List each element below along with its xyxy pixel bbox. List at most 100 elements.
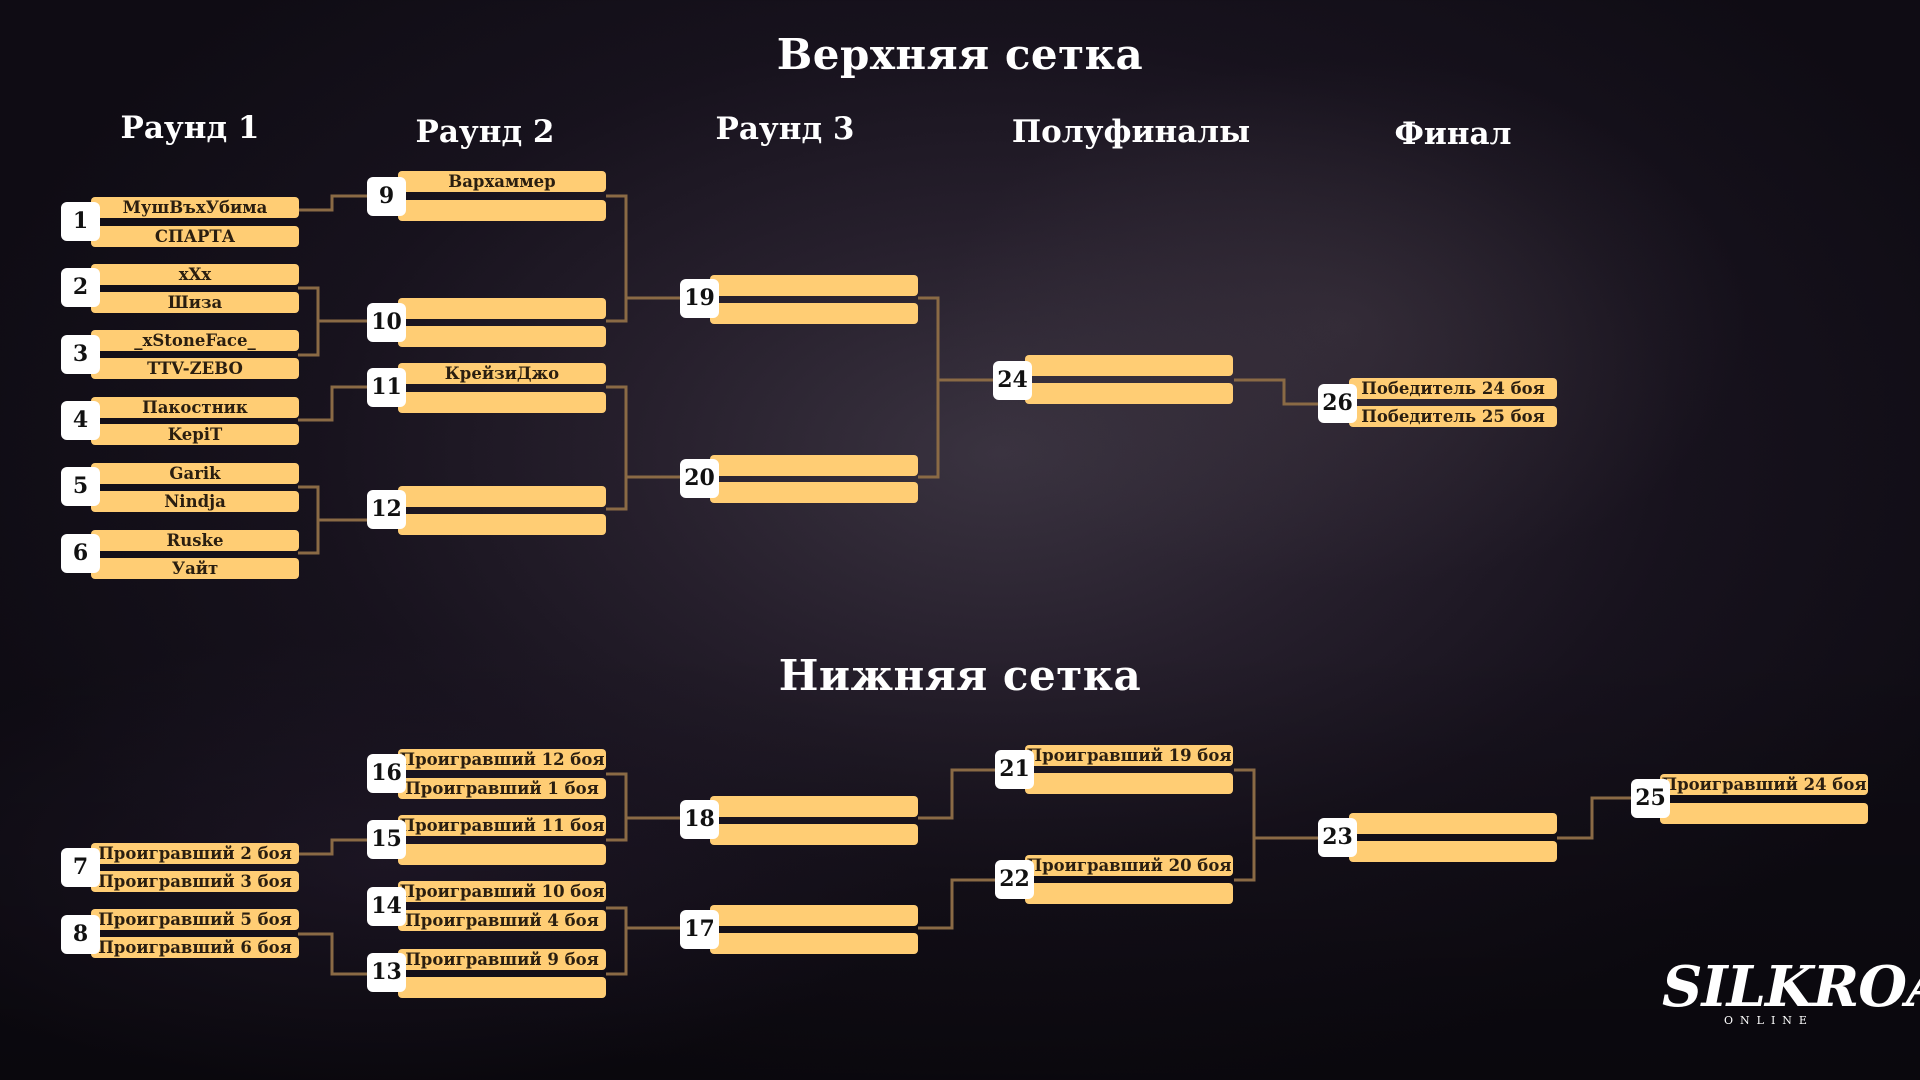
match-21-number: 21 <box>995 750 1034 789</box>
match-10-number: 10 <box>367 303 406 342</box>
connector-24-26 <box>1234 378 1321 406</box>
match-14-slot-b: Проигравший 4 боя <box>398 910 606 931</box>
match-19-slot-b <box>710 303 918 324</box>
round-2-label: Раунд 2 <box>415 114 555 150</box>
match-1-slot-a: МушВъхУбима <box>91 197 299 218</box>
match-2-number: 2 <box>61 268 100 307</box>
match-18-number: 18 <box>680 800 719 839</box>
match-16-slot-a: Проигравший 12 боя <box>398 749 606 770</box>
match-10-slot-a <box>398 298 606 319</box>
match-10-slot-b <box>398 326 606 347</box>
match-25-slot-b <box>1660 803 1868 824</box>
lower-bracket-title: Нижняя сетка <box>778 651 1142 700</box>
match-26-slot-b: Победитель 25 боя <box>1349 406 1557 427</box>
match-12-slot-a <box>398 486 606 507</box>
match-5-number: 5 <box>61 467 100 506</box>
logo-subtitle: ONLINE <box>1724 1014 1814 1027</box>
match-23-number: 23 <box>1318 818 1357 857</box>
match-6-number: 6 <box>61 534 100 573</box>
connector-8-13 <box>298 932 367 976</box>
match-2-slot-b: Шиза <box>91 292 299 313</box>
match-20-slot-b <box>710 482 918 503</box>
match-23-slot-a <box>1349 813 1557 834</box>
match-9-number: 9 <box>367 177 406 216</box>
match-8-slot-a: Проигравший 5 боя <box>91 909 299 930</box>
match-9-slot-a: Вархаммер <box>398 171 606 192</box>
connector-5-6-12 <box>298 485 320 555</box>
match-7-number: 7 <box>61 848 100 887</box>
match-16-slot-b: Проигравший 1 боя <box>398 778 606 799</box>
match-15-number: 15 <box>367 820 406 859</box>
match-8-slot-b: Проигравший 6 боя <box>91 937 299 958</box>
match-11-slot-a: КрейзиДжо <box>398 363 606 384</box>
logo-wordmark: SILKROAD <box>1662 954 1920 1020</box>
match-17-slot-b <box>710 933 918 954</box>
match-21-slot-b <box>1025 773 1233 794</box>
match-11-number: 11 <box>367 368 406 407</box>
match-5-slot-b: Nindja <box>91 491 299 512</box>
match-24-number: 24 <box>993 361 1032 400</box>
match-19-number: 19 <box>680 279 719 318</box>
match-21-slot-a: Проигравший 19 боя <box>1025 745 1233 766</box>
match-14-number: 14 <box>367 887 406 926</box>
match-6-slot-a: Ruske <box>91 530 299 551</box>
connector-16-15-18 <box>606 772 628 842</box>
match-9-slot-b <box>398 200 606 221</box>
match-23-slot-b <box>1349 841 1557 862</box>
connector-9-10-19 <box>606 194 628 323</box>
connector-19-20-24 <box>918 296 940 479</box>
match-22-slot-a: Проигравший 20 боя <box>1025 855 1233 876</box>
match-17-number: 17 <box>680 910 719 949</box>
match-7-slot-b: Проигравший 3 боя <box>91 871 299 892</box>
final-label: Финал <box>1394 116 1512 152</box>
match-11-slot-b <box>398 392 606 413</box>
match-22-number: 22 <box>995 860 1034 899</box>
match-19-slot-a <box>710 275 918 296</box>
semifinals-label: Полуфиналы <box>1011 114 1251 150</box>
match-6-slot-b: Уайт <box>91 558 299 579</box>
match-25-slot-a: Проигравший 24 боя <box>1660 774 1868 795</box>
connector-7-15 <box>298 838 367 856</box>
match-12-slot-b <box>398 514 606 535</box>
match-12-number: 12 <box>367 490 406 529</box>
silkroad-logo: SILKROAD ONLINE <box>1662 954 1920 1027</box>
match-7-slot-a: Проигравший 2 боя <box>91 843 299 864</box>
match-4-slot-a: Пакостник <box>91 397 299 418</box>
upper-bracket-title: Верхняя сетка <box>776 30 1144 79</box>
connector-21-22-23 <box>1234 768 1256 882</box>
match-14-slot-a: Проигравший 10 боя <box>398 881 606 902</box>
connector-14-13-17 <box>606 906 628 976</box>
match-3-slot-b: TTV-ZEBO <box>91 358 299 379</box>
match-17-slot-a <box>710 905 918 926</box>
match-13-number: 13 <box>367 953 406 992</box>
match-3-number: 3 <box>61 335 100 374</box>
match-26-number: 26 <box>1318 384 1357 423</box>
match-4-slot-b: KepiT <box>91 424 299 445</box>
match-4-number: 4 <box>61 401 100 440</box>
match-2-slot-a: xXx <box>91 264 299 285</box>
connector-18-21 <box>918 768 995 820</box>
match-15-slot-b <box>398 844 606 865</box>
match-1-slot-b: СПАРТА <box>91 226 299 247</box>
connector-23-25 <box>1557 796 1632 840</box>
match-22-slot-b <box>1025 883 1233 904</box>
match-25-number: 25 <box>1631 779 1670 818</box>
connector-1-9 <box>298 194 367 212</box>
match-20-number: 20 <box>680 459 719 498</box>
match-20-slot-a <box>710 455 918 476</box>
round-1-label: Раунд 1 <box>120 110 260 146</box>
connector-4-11 <box>298 385 367 422</box>
match-24-slot-b <box>1025 383 1233 404</box>
match-13-slot-b <box>398 977 606 998</box>
match-24-slot-a <box>1025 355 1233 376</box>
match-5-slot-a: Garik <box>91 463 299 484</box>
match-1-number: 1 <box>61 202 100 241</box>
connector-11-12-20 <box>606 385 628 511</box>
match-13-slot-a: Проигравший 9 боя <box>398 949 606 970</box>
match-3-slot-a: _xStoneFace_ <box>91 330 299 351</box>
connector-2-3-10 <box>298 286 320 357</box>
connector-17-22 <box>918 878 995 930</box>
match-18-slot-a <box>710 796 918 817</box>
